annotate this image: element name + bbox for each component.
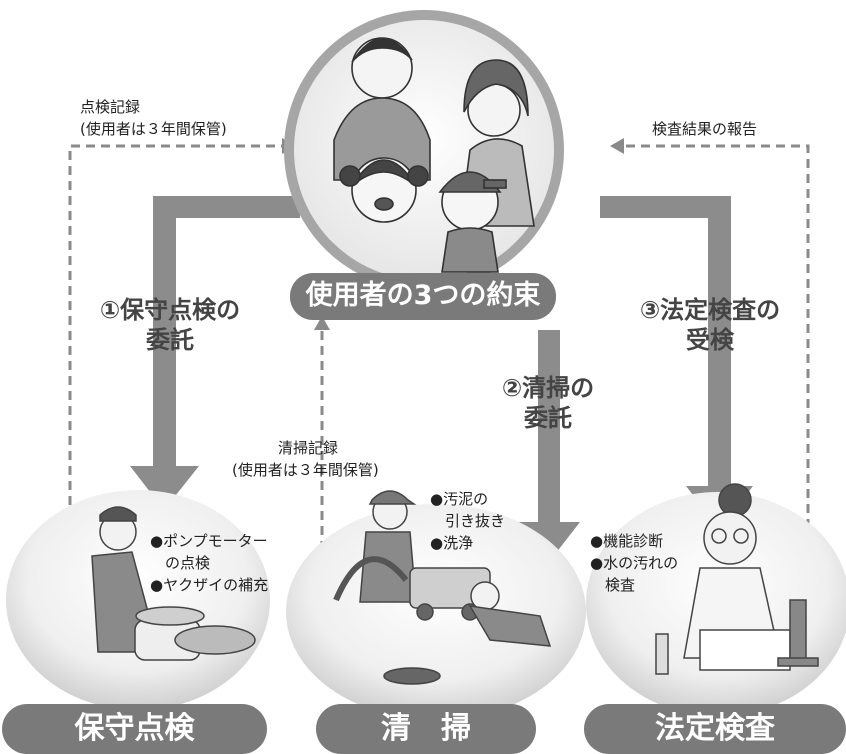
- task-item: ●ヤクザイの補充: [150, 576, 269, 594]
- task-item: ●ポンプモーター: [150, 532, 268, 550]
- commission-seiso-line1: ②清掃の: [501, 374, 595, 402]
- record-seiso-line1: 清掃記録: [278, 439, 339, 457]
- worker-illustration: [91, 506, 256, 661]
- record-arrow-left: [68, 144, 282, 520]
- task-item: の点検: [150, 554, 211, 572]
- commission-hotei-line2: 受検: [686, 326, 734, 354]
- label-hotei: 法定検査: [655, 711, 775, 746]
- center-title-pill: [290, 273, 556, 320]
- cleaner-illustration: [333, 490, 552, 685]
- task-item: ●水の汚れの: [590, 554, 679, 572]
- record-seiso-line2: (使用者は３年間保管): [232, 461, 379, 479]
- task-item: ●汚泥の: [430, 490, 489, 508]
- commission-arrow-left: [130, 196, 300, 510]
- record-tenken-line2: (使用者は３年間保管): [80, 120, 227, 138]
- commission-label-hoshu: ①保守点検の 委託: [95, 295, 245, 355]
- record-arrow-right-head: [610, 138, 624, 154]
- label-seiso: 清 掃: [381, 711, 471, 746]
- record-note-seiso: 清掃記録 (使用者は３年間保管): [232, 437, 379, 481]
- family-illustration: [333, 37, 535, 273]
- bubble-seiso: [286, 504, 586, 720]
- commission-label-seiso: ②清掃の 委託: [498, 373, 598, 433]
- commission-hoshu-line2: 委託: [146, 326, 194, 354]
- task-list-hotei: ●機能診断 ●水の汚れの 検査: [590, 530, 678, 596]
- record-tenken-line1: 点検記録: [80, 98, 141, 116]
- commission-seiso-line2: 委託: [524, 404, 572, 432]
- task-item: ●機能診断: [590, 532, 664, 550]
- task-list-hoshu: ●ポンプモーター の点検 ●ヤクザイの補充: [150, 530, 268, 596]
- label-pill-seiso: [316, 704, 536, 754]
- commission-hotei-line1: ③法定検査の: [639, 296, 781, 324]
- label-pill-hoshu: [2, 704, 267, 754]
- commission-arrow-right: [600, 196, 753, 530]
- label-hoshu: 保守点検: [74, 711, 195, 746]
- task-list-seiso: ●汚泥の 引き抜き ●洗浄: [430, 488, 505, 554]
- task-item: 検査: [590, 576, 636, 594]
- commission-label-hotei: ③法定検査の 受検: [630, 295, 790, 355]
- commission-hoshu-line1: ①保守点検の: [99, 296, 241, 324]
- inspector-illustration: [655, 483, 819, 675]
- record-note-tenken: 点検記録 (使用者は３年間保管): [80, 96, 227, 140]
- center-title: 使用者の3つの約束: [305, 280, 541, 311]
- task-item: ●洗浄: [430, 534, 474, 552]
- task-item: 引き抜き: [430, 512, 506, 530]
- label-pill-hotei: [584, 704, 846, 754]
- record-arrow-right: [624, 144, 810, 528]
- record-note-kekka: 検査結果の報告: [652, 118, 757, 140]
- record-arrow-middle-head: [314, 316, 330, 330]
- record-kekka-line1: 検査結果の報告: [652, 120, 758, 138]
